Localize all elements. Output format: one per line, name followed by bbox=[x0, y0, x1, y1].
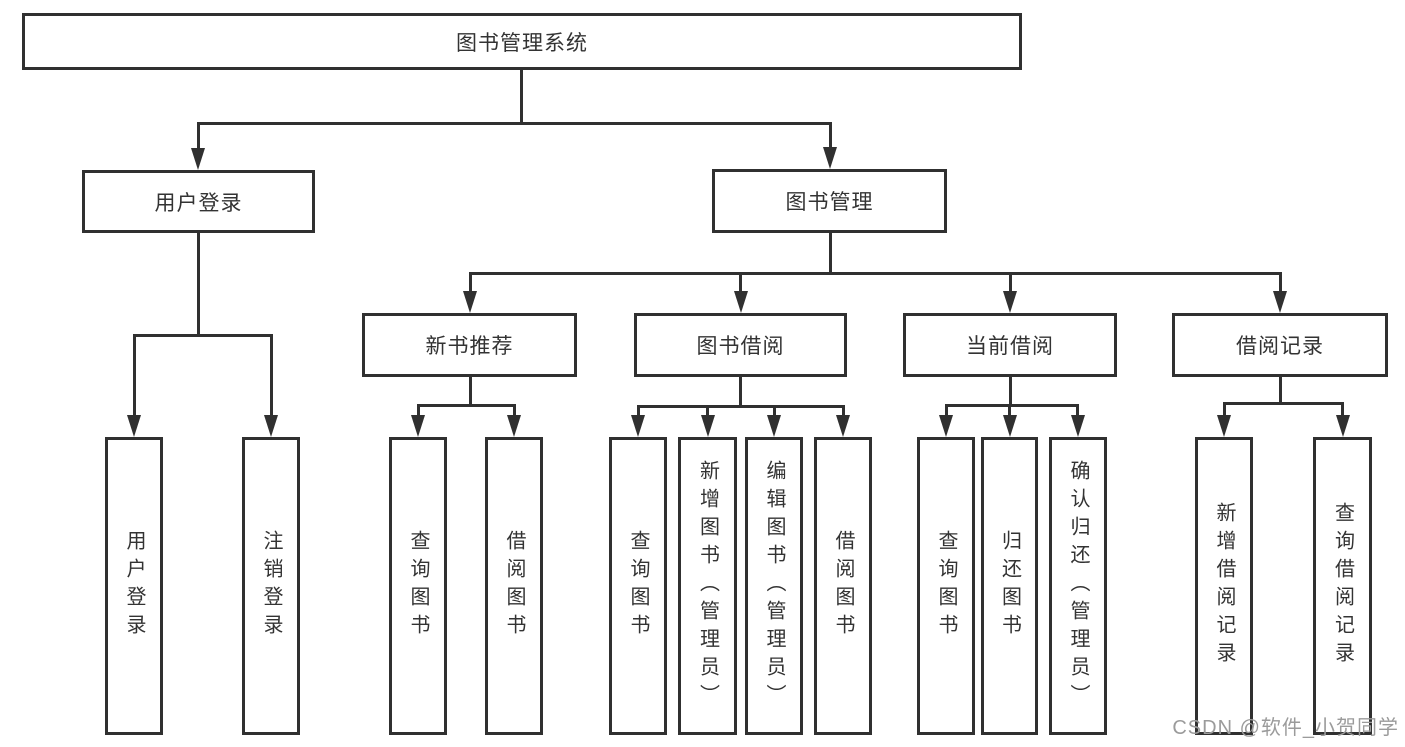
node-new-book-recommend: 新书推荐 bbox=[362, 313, 577, 377]
node-label: 新增借阅记录 bbox=[1213, 502, 1235, 670]
leaf-return-books: 归还图书 bbox=[981, 437, 1038, 735]
node-label: 归还图书 bbox=[998, 530, 1021, 642]
node-label: 当前借阅 bbox=[966, 335, 1054, 358]
node-label: 查询图书 bbox=[935, 530, 957, 642]
arrowhead-borrow-records-icon bbox=[1273, 291, 1287, 313]
arrowhead-book-mgmt-icon bbox=[823, 147, 837, 169]
arrowhead-user-login-icon bbox=[191, 148, 205, 170]
connector-borrow-records-stem bbox=[1278, 377, 1282, 404]
leaf-borrow-books-recommend: 借阅图书 bbox=[485, 437, 543, 735]
leaf-add-books-admin: 新增图书（管理员） bbox=[678, 437, 737, 735]
node-label: 新书推荐 bbox=[425, 335, 514, 358]
node-label: 用户登录 bbox=[123, 530, 145, 642]
node-label: 图书借阅 bbox=[696, 335, 785, 358]
connector-shaft-leaf-add-book bbox=[706, 404, 709, 418]
node-book-management: 图书管理 bbox=[712, 169, 947, 233]
connector-shaft-leaf-borrow1 bbox=[512, 403, 516, 418]
node-label: 查询图书 bbox=[627, 530, 649, 642]
node-label: 注销登录 bbox=[260, 530, 282, 642]
node-label: 图书管理 bbox=[785, 191, 874, 214]
arrowhead-leaf-logout-icon bbox=[264, 415, 278, 437]
arrowhead-leaf-borrow1-icon bbox=[507, 415, 521, 437]
connector-shaft-leaf-add-record bbox=[1222, 401, 1226, 418]
arrowhead-leaf-query2-icon bbox=[631, 415, 645, 437]
leaf-edit-books-admin: 编辑图书（管理员） bbox=[745, 437, 803, 735]
connector-shaft-leaf-query1 bbox=[416, 403, 420, 418]
leaf-user-login: 用户登录 bbox=[105, 437, 163, 735]
leaf-query-borrow-record: 查询借阅记录 bbox=[1313, 437, 1372, 735]
connector-user-login-stem bbox=[196, 233, 200, 336]
connector-current-borrowing-stem bbox=[1008, 377, 1012, 406]
connector-shaft-leaf-confirm-return bbox=[1076, 403, 1079, 418]
connector-borrow-records-split bbox=[1222, 401, 1344, 405]
connector-shaft-leaf-query-record bbox=[1341, 401, 1344, 418]
connector-shaft-leaf-return bbox=[1008, 403, 1011, 418]
connector-new-book-split bbox=[416, 403, 516, 407]
connector-shaft-borrow-records bbox=[1278, 271, 1282, 294]
connector-root-stem bbox=[519, 70, 523, 123]
node-label: 编辑图书（管理员） bbox=[763, 460, 785, 712]
arrowhead-new-book-icon bbox=[463, 291, 477, 313]
node-label: 图书管理系统 bbox=[456, 31, 588, 55]
connector-shaft-new-book bbox=[468, 271, 472, 294]
connector-shaft-leaf-query2 bbox=[636, 404, 640, 418]
connector-shaft-book-borrowing bbox=[739, 271, 742, 294]
node-label: 查询图书 bbox=[407, 530, 429, 642]
arrowhead-leaf-confirm-return-icon bbox=[1070, 415, 1085, 437]
leaf-query-books-recommend: 查询图书 bbox=[389, 437, 447, 735]
node-label: 查询借阅记录 bbox=[1331, 502, 1354, 670]
connector-shaft-current-borrowing bbox=[1008, 271, 1012, 294]
node-label: 确认归还（管理员） bbox=[1067, 460, 1089, 712]
connector-user-login-split bbox=[132, 333, 273, 337]
connector-shaft-leaf-edit-book bbox=[772, 404, 776, 418]
node-label: 借阅记录 bbox=[1236, 335, 1324, 358]
connector-shaft-leaf-user-login bbox=[132, 333, 136, 418]
node-current-borrowing: 当前借阅 bbox=[903, 313, 1117, 377]
leaf-borrow-books: 借阅图书 bbox=[814, 437, 872, 735]
arrowhead-leaf-return-icon bbox=[1002, 415, 1017, 437]
leaf-query-books-borrowing: 查询图书 bbox=[609, 437, 667, 735]
node-user-login: 用户登录 bbox=[82, 170, 315, 233]
node-label: 用户登录 bbox=[154, 191, 243, 215]
arrowhead-leaf-query-record-icon bbox=[1335, 415, 1350, 437]
connector-book-borrowing-split bbox=[636, 404, 845, 408]
node-borrow-records: 借阅记录 bbox=[1172, 313, 1388, 377]
node-label: 新增图书（管理员） bbox=[696, 460, 719, 712]
node-label: 借阅图书 bbox=[832, 530, 854, 642]
connector-shaft-leaf-logout bbox=[269, 333, 273, 418]
connector-shaft-leaf-query3 bbox=[944, 403, 948, 418]
connector-current-borrowing-split bbox=[944, 403, 1079, 407]
arrowhead-leaf-query1-icon bbox=[411, 415, 425, 437]
csdn-watermark: CSDN @软件_小贺同学 bbox=[1172, 717, 1399, 739]
connector-book-mgmt-stem bbox=[828, 233, 832, 274]
leaf-logout: 注销登录 bbox=[242, 437, 300, 735]
connector-root-split bbox=[196, 121, 832, 125]
connector-book-borrowing-stem bbox=[739, 377, 742, 407]
node-root-library-system: 图书管理系统 bbox=[22, 13, 1022, 70]
connector-shaft-user-login bbox=[196, 121, 200, 152]
arrowhead-current-borrowing-icon bbox=[1003, 291, 1017, 313]
connector-shaft-book-mgmt bbox=[828, 121, 832, 152]
arrowhead-leaf-borrow2-icon bbox=[836, 415, 850, 437]
arrowhead-leaf-add-book-icon bbox=[700, 415, 715, 437]
arrowhead-book-borrowing-icon bbox=[733, 291, 748, 313]
arrowhead-leaf-add-record-icon bbox=[1217, 415, 1231, 437]
leaf-query-books-current: 查询图书 bbox=[917, 437, 975, 735]
leaf-add-borrow-record: 新增借阅记录 bbox=[1195, 437, 1253, 735]
leaf-confirm-return-admin: 确认归还（管理员） bbox=[1049, 437, 1107, 735]
node-label: 借阅图书 bbox=[503, 530, 525, 642]
connector-new-book-stem bbox=[468, 377, 472, 406]
arrowhead-leaf-query3-icon bbox=[939, 415, 953, 437]
connector-shaft-leaf-borrow2 bbox=[841, 404, 845, 418]
connector-book-mgmt-split bbox=[468, 271, 1282, 275]
node-book-borrowing: 图书借阅 bbox=[634, 313, 847, 377]
arrowhead-leaf-user-login-icon bbox=[127, 415, 141, 437]
arrowhead-leaf-edit-book-icon bbox=[767, 415, 781, 437]
